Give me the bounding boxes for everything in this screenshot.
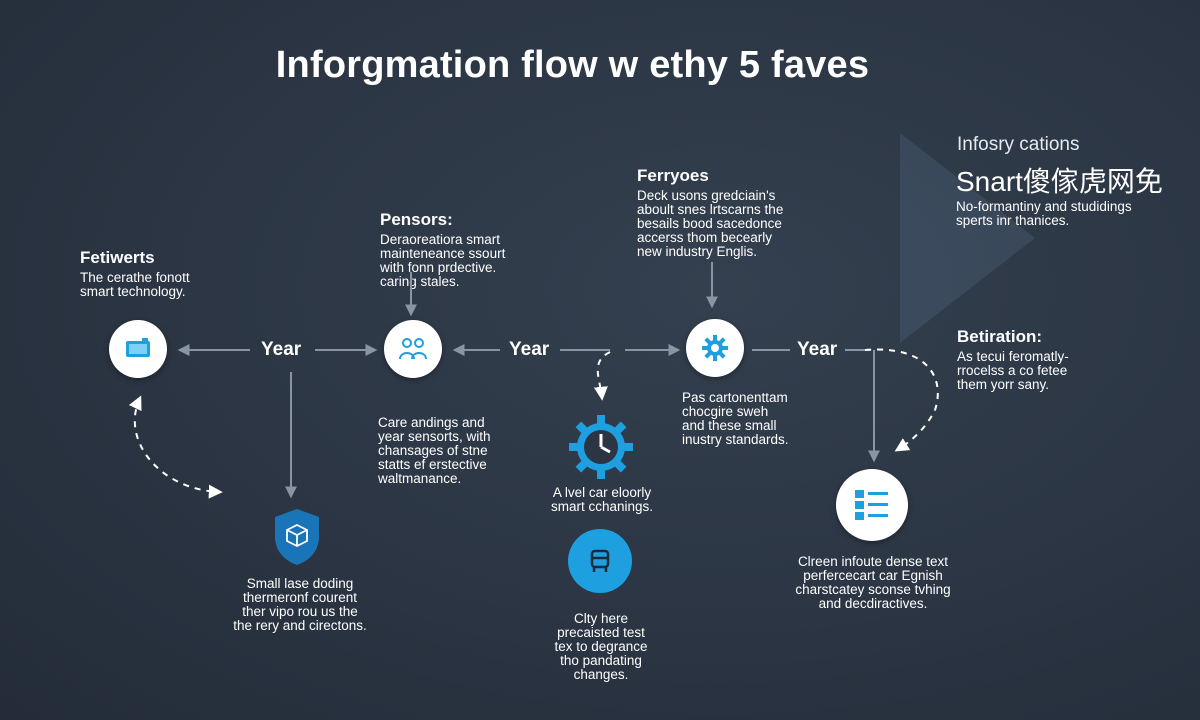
- flow-node-4[interactable]: [836, 469, 908, 541]
- text-line: and decdiractives.: [818, 596, 928, 611]
- text-line: with fonn prdective.: [380, 260, 497, 275]
- text-line: besails bood sacedonce: [637, 216, 782, 231]
- text-line: tho pandating: [560, 653, 642, 668]
- vehicle-text: Clty here precaisted test tex to degranc…: [525, 612, 677, 682]
- text-line: caring stales.: [380, 274, 460, 289]
- text-line: year sensorts, with: [378, 429, 491, 444]
- block-betiration-title: Betiration:: [957, 327, 1042, 346]
- text-line: The cerathe fonott: [80, 270, 190, 285]
- block-left-text: The cerathe fonott smart technology.: [80, 271, 190, 299]
- text-line: rrocelss a co fetee: [957, 363, 1068, 378]
- text-line: Clty here: [573, 611, 629, 626]
- text-line: them yorr sany.: [957, 377, 1050, 392]
- block-left-title: Fetiwerts: [80, 248, 155, 267]
- text-line: inustry standards.: [682, 432, 789, 447]
- text-line: tex to degrance: [554, 639, 648, 654]
- text-line: chansages of stne: [378, 443, 488, 458]
- text-line: precaisted test: [557, 625, 645, 640]
- text-line: Clreen infoute dense text: [797, 554, 949, 569]
- text-line: changes.: [573, 667, 629, 682]
- right-panel-subtitle: Infosry cations: [957, 134, 1080, 155]
- text-line: ther vipo rou us the: [242, 604, 358, 619]
- text-line: smart cchanings.: [550, 499, 654, 514]
- shield-badge: [271, 507, 323, 572]
- dashed-curve: [128, 395, 223, 499]
- text-line: and these small: [682, 418, 777, 433]
- checklist-text: Clreen infoute dense text perfercecart c…: [768, 555, 978, 611]
- text-line: Care andings and: [378, 415, 485, 430]
- text-line: aboult snes lrtscarns the: [637, 202, 784, 217]
- block-pensors-title: Pensors:: [380, 210, 453, 229]
- dashed-curve: [593, 351, 611, 401]
- people-icon: [399, 338, 427, 360]
- right-panel-text: No-formantiny and studidings sperts inr …: [956, 200, 1132, 228]
- right-panel-heading: Snart傻傢虎网免: [956, 166, 1163, 197]
- text-line: No-formantiny and studidings: [956, 199, 1132, 214]
- gauge-badge: [568, 414, 634, 485]
- text-line: As tecui feromatly-: [957, 349, 1069, 364]
- text-line: perfercecart car Egnish: [803, 568, 943, 583]
- text-line: Deck usons gredciain's: [637, 188, 776, 203]
- checklist-icon: [855, 490, 888, 520]
- year-label: Year: [261, 339, 302, 360]
- text-line: Small lase doding: [246, 576, 354, 591]
- tablet-icon: [126, 338, 150, 357]
- text-line: chocgire sweh: [682, 404, 769, 419]
- text-line: accerss thom becearly: [637, 230, 773, 245]
- block-betiration-text: As tecui feromatly- rrocelss a co fetee …: [957, 350, 1069, 392]
- block-ferryoes-text: Deck usons gredciain's aboult snes lrtsc…: [637, 189, 783, 259]
- text-line: A lvel car eloorly: [552, 485, 652, 500]
- shield-cube-icon: [275, 509, 319, 565]
- text-line: waltmanance.: [378, 471, 462, 486]
- text-line: the rery and cirectons.: [233, 618, 367, 633]
- decorative-triangle: [900, 133, 1035, 343]
- text-line: thermeronf courent: [242, 590, 358, 605]
- dashed-curve: [864, 348, 939, 452]
- diagram-title: Inforgmation flow w ethy 5 faves: [275, 44, 870, 86]
- clock-gear-icon: [569, 415, 633, 479]
- year-label: Year: [797, 339, 838, 360]
- car-icon: [590, 549, 610, 572]
- vehicle-badge: [568, 529, 632, 593]
- text-line: charstcatey sconse tvhing: [795, 582, 951, 597]
- flow-node-3[interactable]: [686, 319, 744, 377]
- block-pensors-text: Deraoreatiora smart mainteneance ssourt …: [380, 233, 505, 289]
- text-line: Pas cartonenttam: [682, 390, 788, 405]
- text-line: sperts inr thanices.: [956, 213, 1070, 228]
- block-ferryoes-title: Ferryoes: [637, 166, 709, 185]
- shield-text: Small lase doding thermeronf courent the…: [210, 577, 390, 633]
- gear-text: Pas cartonenttam chocgire sweh and these…: [682, 391, 789, 447]
- year-label: Year: [509, 339, 550, 360]
- gear-icon: [702, 335, 728, 361]
- sensors-text: Care andings and year sensorts, with cha…: [378, 416, 491, 486]
- flow-node-2[interactable]: [384, 320, 442, 378]
- text-line: smart technology.: [80, 284, 186, 299]
- text-line: Deraoreatiora smart: [380, 232, 501, 247]
- gauge-text: A lvel car eloorly smart cchanings.: [522, 486, 682, 514]
- flow-node-1[interactable]: [109, 320, 167, 378]
- text-line: new industry Englis.: [637, 244, 758, 259]
- text-line: statts ef erstective: [378, 457, 487, 472]
- text-line: mainteneance ssourt: [380, 246, 506, 261]
